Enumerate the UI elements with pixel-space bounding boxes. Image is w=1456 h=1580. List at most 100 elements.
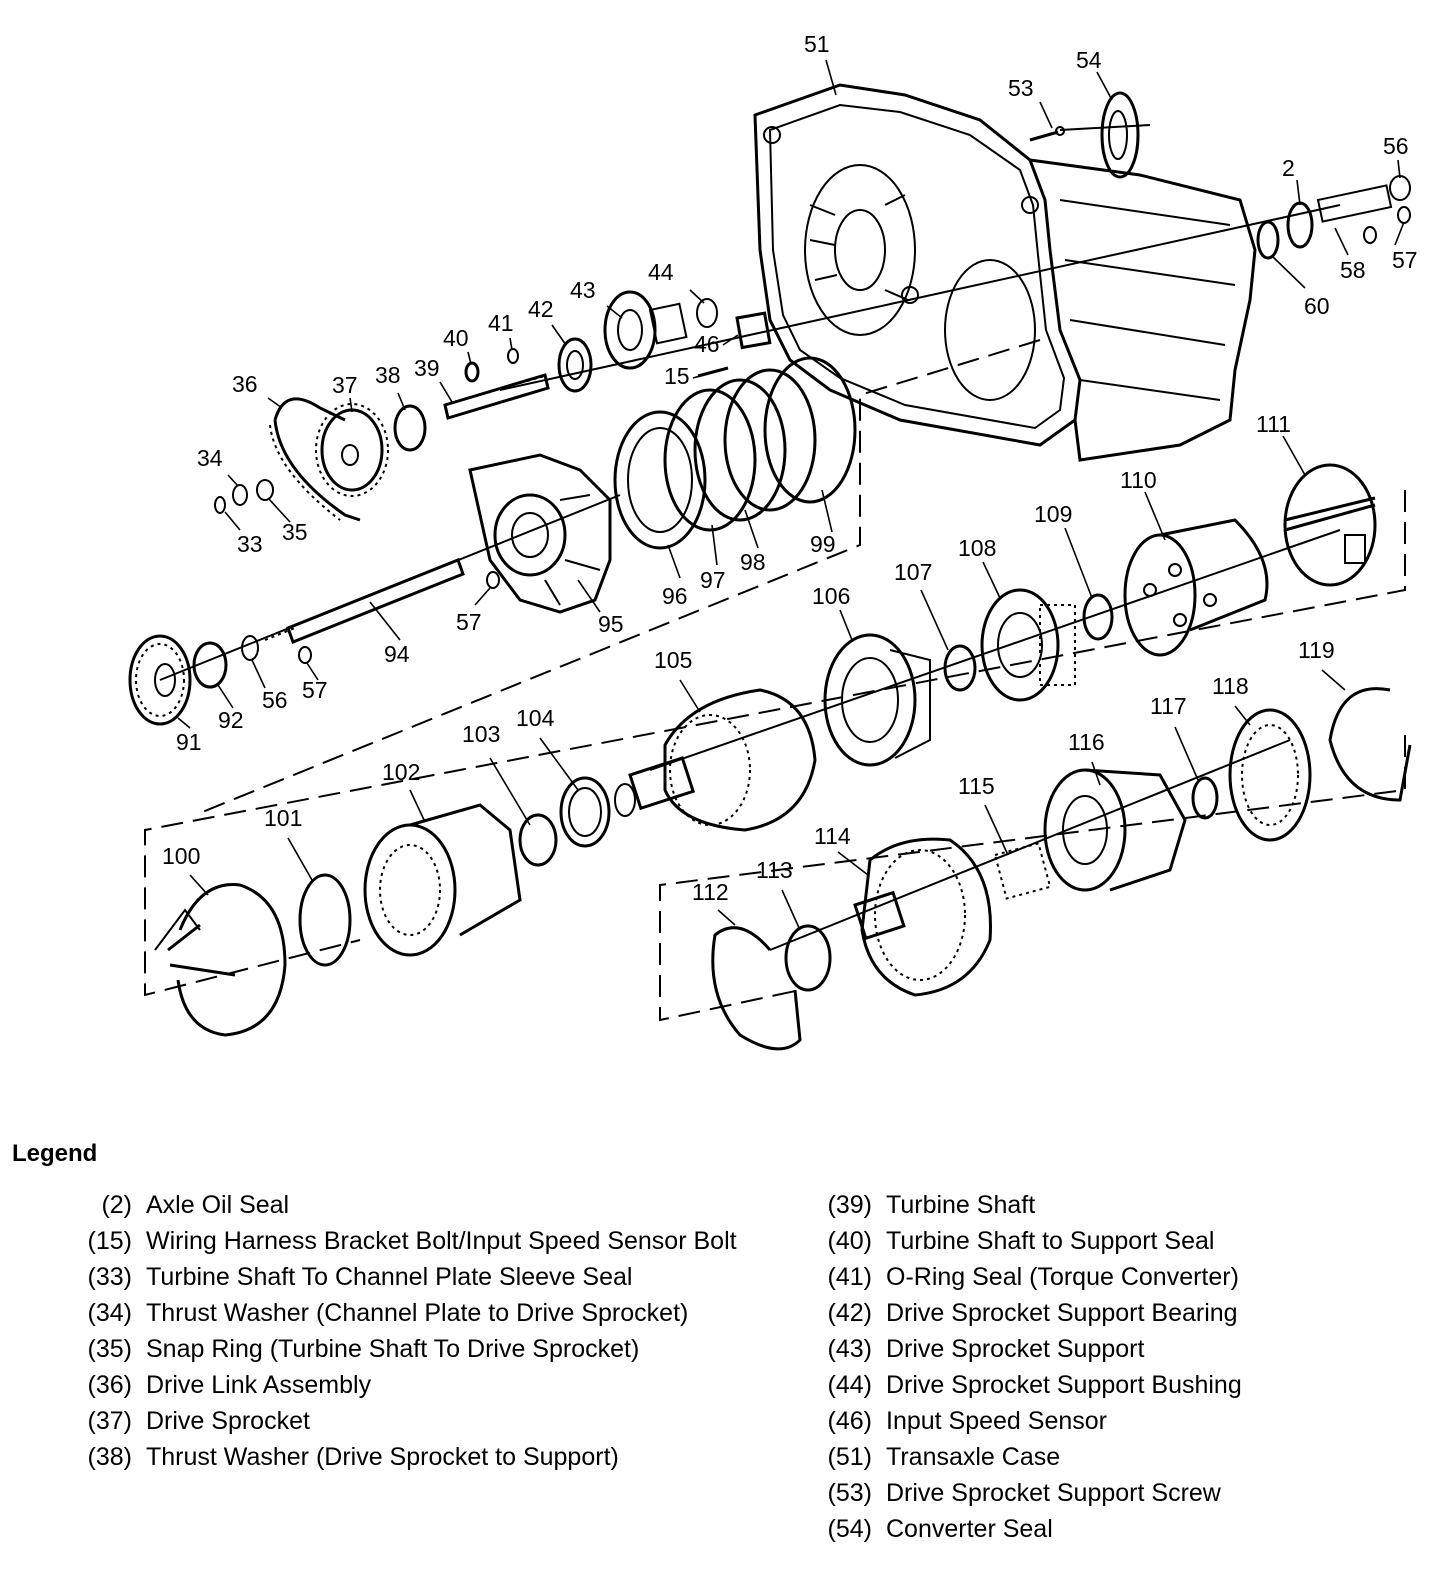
sun-gear-115-part: [993, 842, 1052, 900]
legend-text: Thrust Washer (Drive Sprocket to Support…: [146, 1443, 619, 1471]
callout-94: 94: [384, 641, 410, 667]
output-shaft-part: [128, 558, 500, 726]
callout-103: 103: [462, 721, 500, 747]
carrier-106-part: [823, 633, 931, 767]
legend-item: (46)Input Speed Sensor: [800, 1406, 1420, 1437]
axle-seal-group: [1256, 175, 1411, 260]
callout-96: 96: [662, 583, 688, 609]
legend-text: Turbine Shaft: [886, 1191, 1036, 1219]
callout-107: 107: [894, 559, 932, 585]
callout-102: 102: [382, 759, 420, 785]
legend-item: (53) Drive Sprocket Support Screw: [800, 1478, 1420, 1509]
callout-51: 51: [804, 31, 830, 57]
snap-ring-112-part: [711, 926, 802, 1051]
callout-112: 112: [692, 879, 729, 905]
legend-item: (51)Transaxle Case: [800, 1442, 1420, 1473]
legend-item: (33) Turbine Shaft To Channel Plate Sleev…: [60, 1262, 760, 1293]
band-111-part: [1283, 463, 1377, 587]
legend-text: Drive Sprocket Support: [886, 1335, 1145, 1363]
legend-number: (33): [87, 1263, 132, 1291]
legend-text: Drive Sprocket: [146, 1407, 310, 1435]
callout-110: 110: [1120, 467, 1157, 493]
callout-118: 118: [1212, 673, 1249, 699]
legend-item: (42)Drive Sprocket Support Bearing: [800, 1298, 1420, 1329]
legend-number: (39): [827, 1191, 872, 1219]
callout-98: 98: [740, 549, 766, 575]
legend-text: Snap Ring (Turbine Shaft To Drive Sprock…: [146, 1335, 640, 1363]
callout-34: 34: [197, 445, 223, 471]
legend-text: Drive Link Assembly: [146, 1371, 372, 1399]
legend-right-column: (39) Turbine Shaft (40) Turbine Shaft to S…: [800, 1190, 1420, 1550]
callout-97: 97: [700, 567, 726, 593]
callout-56: 56: [1383, 133, 1409, 159]
carrier-114-part: [853, 837, 992, 997]
callout-108: 108: [958, 535, 996, 561]
legend-title: Legend: [12, 1140, 98, 1167]
legend-item: (15)Wiring Harness Bracket Bolt/Input Sp…: [60, 1226, 760, 1257]
callout-91: 91: [176, 729, 202, 755]
legend-number: (41): [827, 1263, 872, 1291]
legend-number: (2): [101, 1191, 132, 1219]
legend-number: (36): [87, 1371, 132, 1399]
callout-54: 54: [1076, 47, 1102, 73]
support-screw-part: [1029, 126, 1065, 142]
callout-104: 104: [516, 705, 555, 731]
legend-item: (35) Snap Ring (Turbine Shaft To Drive Sp…: [60, 1334, 760, 1365]
callout-2: 2: [1282, 155, 1295, 181]
callout-57c: 57: [302, 677, 328, 703]
callout-40: 40: [443, 325, 469, 351]
callout-15: 15: [664, 363, 690, 389]
callout-114: 114: [814, 823, 851, 849]
legend-number: (35): [87, 1335, 132, 1363]
legend-text: Turbine Shaft To Channel Plate Sleeve Se…: [146, 1263, 633, 1291]
legend-number: (44): [827, 1371, 872, 1399]
exploded-view-diagram: 51 54 53 56 2 57 58 60 44 43 42 41 40 39…: [128, 31, 1418, 1051]
ring-gear-118-part: [1228, 708, 1312, 842]
callout-100: 100: [162, 843, 200, 869]
legend-number: (37): [87, 1407, 132, 1435]
callout-44: 44: [648, 259, 674, 285]
legend-number: (54): [827, 1515, 872, 1543]
ring-109-part: [1082, 593, 1114, 641]
legend-text: Transaxle Case: [886, 1443, 1061, 1471]
legend-item: (39) Turbine Shaft: [800, 1190, 1420, 1221]
legend-number: (53): [827, 1479, 872, 1507]
legend-item: (44) Drive Sprocket Support Bushing: [800, 1370, 1420, 1401]
legend-text: O-Ring Seal (Torque Converter): [886, 1263, 1239, 1291]
callout-labels: 51 54 53 56 2 57 58 60 44 43 42 41 40 39…: [162, 31, 1418, 905]
callout-38: 38: [375, 362, 401, 388]
legend-item: (40) Turbine Shaft to Support Seal: [800, 1226, 1420, 1257]
clutch-pack-part: [613, 356, 857, 550]
ring-103-104-part: [518, 776, 611, 867]
callout-35: 35: [282, 519, 308, 545]
callout-116: 116: [1068, 729, 1105, 755]
legend-number: (40): [827, 1227, 872, 1255]
legend-text: Turbine Shaft to Support Seal: [886, 1227, 1215, 1255]
leader-lines: [177, 59, 1405, 931]
callout-46: 46: [694, 331, 720, 357]
legend-text: Axle Oil Seal: [146, 1191, 290, 1219]
thrust-washer-snap-ring-group: [214, 479, 274, 514]
callout-109: 109: [1034, 501, 1072, 527]
callout-41: 41: [488, 310, 514, 336]
legend-text: Drive Sprocket Support Screw: [886, 1479, 1221, 1507]
legend-text: Drive Sprocket Support Bushing: [886, 1371, 1242, 1399]
legend-left-column: (2) Axle Oil Seal (15)Wiring Harness Brac…: [60, 1190, 760, 1478]
gear-108-part: [980, 588, 1076, 702]
callout-92: 92: [218, 707, 244, 733]
assembly-105-part: [614, 688, 817, 832]
drive-sprocket-support-group: [557, 290, 718, 393]
callout-36: 36: [232, 371, 258, 397]
callout-33: 33: [237, 531, 263, 557]
callout-101: 101: [264, 805, 302, 831]
legend-number: (38): [87, 1443, 132, 1471]
legend-number: (15): [87, 1227, 132, 1255]
callout-57: 57: [1392, 247, 1418, 273]
callout-56b: 56: [262, 687, 288, 713]
callout-53: 53: [1008, 75, 1034, 101]
legend-text: Drive Sprocket Support Bearing: [886, 1299, 1238, 1327]
drive-sprocket-group: [269, 397, 427, 522]
washer-107-part: [943, 644, 977, 692]
callout-57b: 57: [456, 609, 482, 635]
legend-item: (36) Drive Link Assembly: [60, 1370, 760, 1401]
